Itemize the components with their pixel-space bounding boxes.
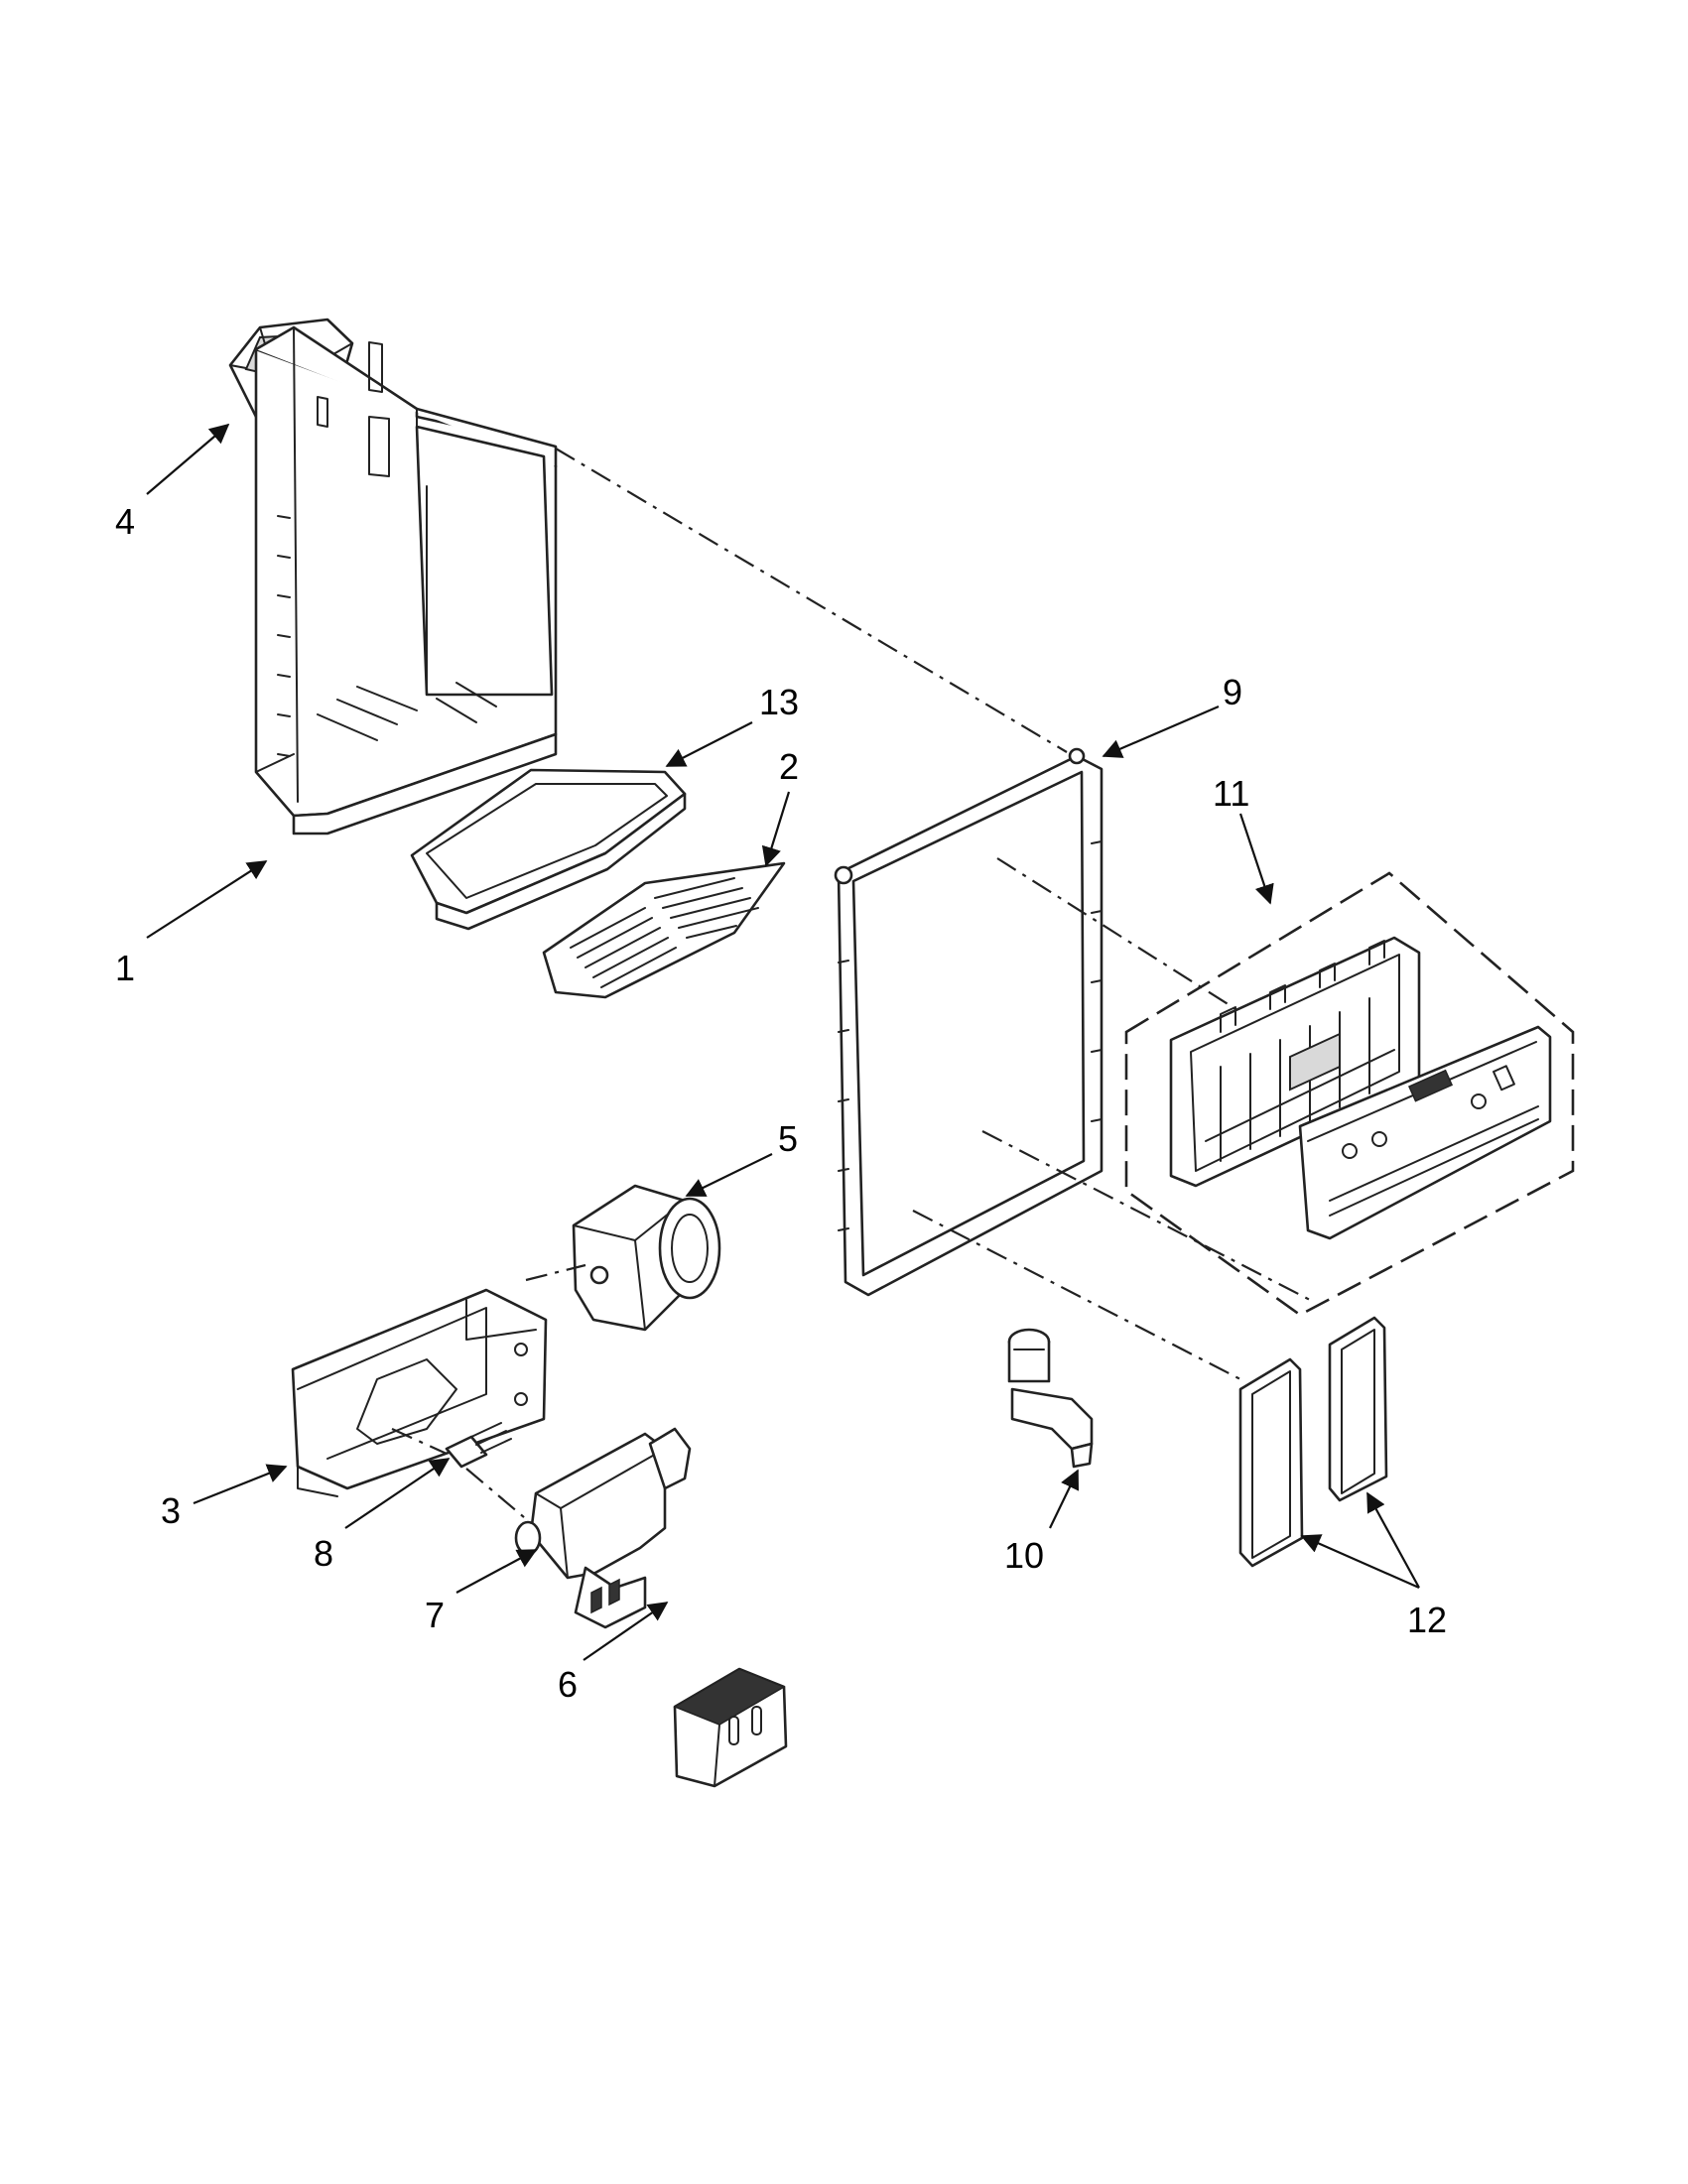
leader-arrows [146,423,1420,1661]
callout-13: 13 [759,682,799,722]
callout-12: 12 [1407,1600,1447,1640]
part-2-grille[interactable] [542,861,786,999]
callout-9: 9 [1223,672,1242,712]
part-10-elbow-fitting[interactable] [1007,1328,1094,1469]
part-11-control-module[interactable] [1124,871,1575,1317]
callout-4: 4 [115,501,135,542]
part-9-gasket-frame[interactable] [834,747,1104,1297]
part-1-dispenser-housing[interactable] [254,325,558,835]
callout-6: 6 [558,1664,578,1705]
part-13-drip-tray[interactable] [410,768,687,931]
alignment-lines [391,448,1311,1524]
callout-labels: 4 1 13 2 9 11 5 3 8 7 6 10 12 [115,501,1447,1705]
part-7-actuator[interactable] [514,1427,692,1629]
part-8-screw[interactable] [445,1422,512,1469]
callout-3: 3 [161,1490,181,1531]
part-6-pad[interactable] [673,1667,788,1788]
callout-5: 5 [778,1118,798,1159]
callout-11: 11 [1213,773,1249,814]
part-5-motor[interactable] [572,1184,721,1332]
callout-7: 7 [425,1595,445,1635]
callout-2: 2 [779,746,799,787]
callout-10: 10 [1004,1535,1044,1576]
part-12-end-caps[interactable] [1238,1316,1388,1568]
callout-1: 1 [115,948,135,988]
part-3-bracket[interactable] [291,1288,548,1497]
callout-8: 8 [314,1533,333,1574]
